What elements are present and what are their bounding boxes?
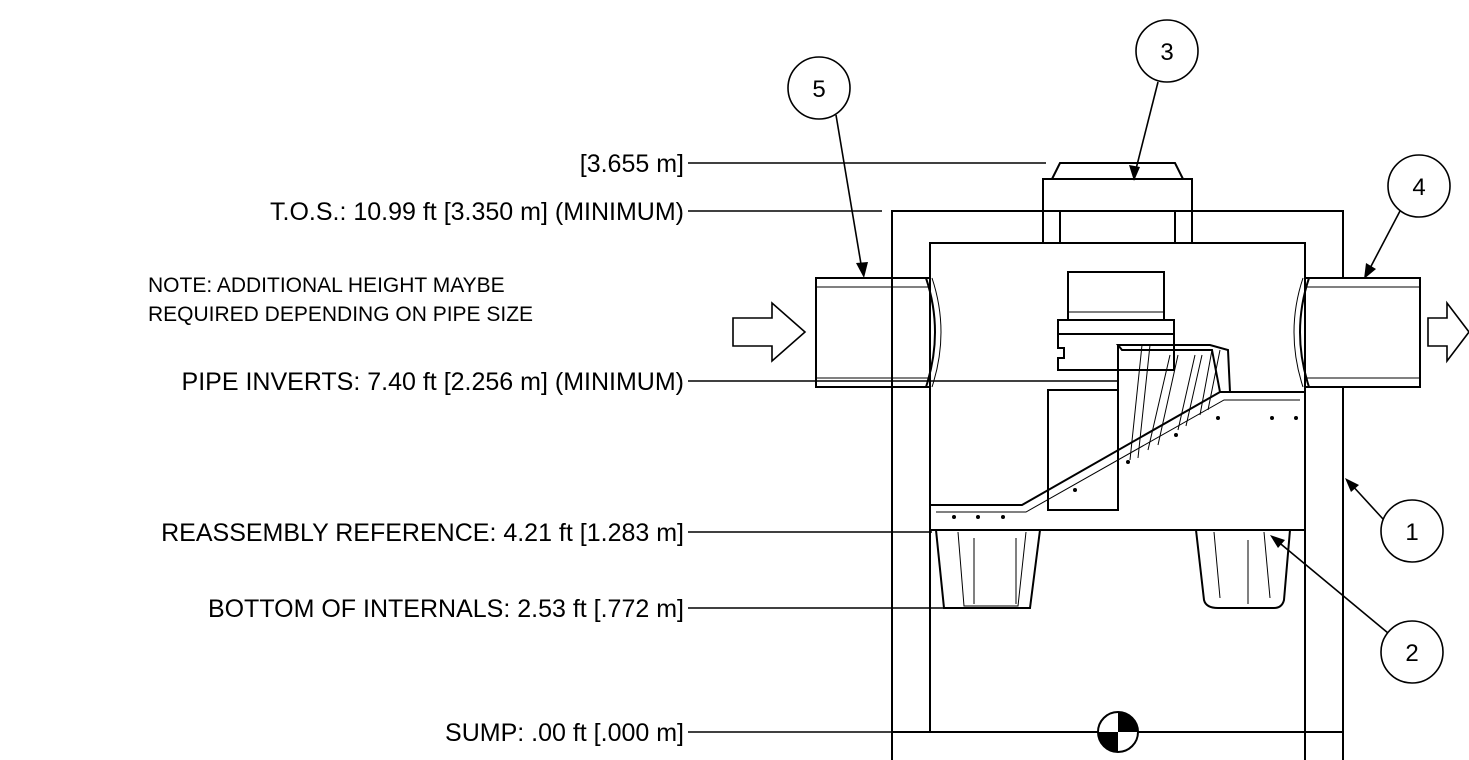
callout-5: 5: [812, 76, 825, 103]
internal-separator: [929, 271, 1306, 609]
outlet-pipe: [1293, 277, 1421, 388]
label-note-line2: REQUIRED DEPENDING ON PIPE SIZE: [148, 303, 533, 326]
callout-4: 4: [1412, 174, 1425, 201]
inlet-arrow-icon: [732, 301, 807, 363]
callout-2: 2: [1405, 640, 1418, 667]
label-tos: T.O.S.: 10.99 ft [3.350 m] (MINIMUM): [270, 198, 684, 226]
datum-target-icon: [1097, 711, 1139, 753]
label-bottom-internals: BOTTOM OF INTERNALS: 2.53 ft [.772 m]: [208, 595, 684, 623]
manhole-riser: [1042, 162, 1193, 244]
callout-balloons: [787, 19, 1451, 684]
label-reassembly: REASSEMBLY REFERENCE: 4.21 ft [1.283 m]: [161, 519, 684, 547]
label-pipe-inverts: PIPE INVERTS: 7.40 ft [2.256 m] (MINIMUM…: [182, 368, 684, 396]
callout-1: 1: [1405, 519, 1418, 546]
inlet-pipe: [815, 277, 942, 388]
elevation-leaders: [688, 162, 1118, 733]
outlet-arrow-icon: [1427, 300, 1469, 364]
label-top-elevation: [3.655 m]: [580, 150, 684, 178]
label-note-line1: NOTE: ADDITIONAL HEIGHT MAYBE: [148, 274, 505, 297]
callout-3: 3: [1160, 39, 1173, 66]
label-sump: SUMP: .00 ft [.000 m]: [445, 719, 684, 747]
